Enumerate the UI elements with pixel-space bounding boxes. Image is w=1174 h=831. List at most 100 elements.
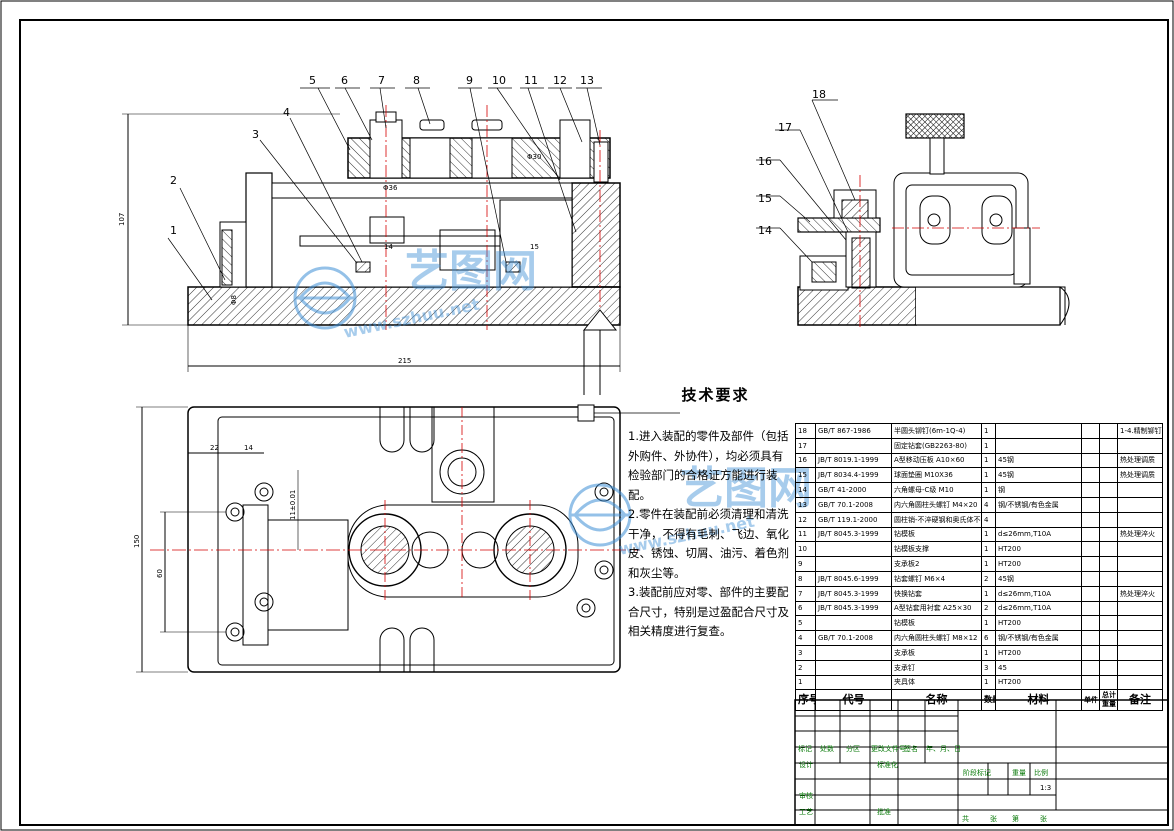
bom-cell-t [1099, 630, 1118, 646]
bom-cell-t [1099, 600, 1118, 617]
tech-item-1: 1.进入装配的零件及部件（包括外购件、外协件），均必须具有检验部门的合格证方能进… [628, 429, 789, 502]
bom-header-no: 序号 [795, 689, 816, 712]
bom-cell-no: 13 [795, 496, 816, 513]
balloon-12: 12 [553, 74, 567, 87]
balloon-18: 18 [812, 88, 826, 101]
bom-cell-name: A型移动压板 A10×60 [891, 452, 982, 469]
bom-header-total: 总计重量 [1099, 689, 1118, 712]
bom-cell-name: 钻套螺钉 M6×4 [891, 570, 982, 587]
bom-cell-note [1117, 482, 1163, 498]
bom-cell-t [1099, 423, 1118, 439]
bom-cell-qty: 4 [981, 496, 996, 513]
bom-cell-mat: 45钢 [995, 570, 1082, 587]
bom-cell-note [1117, 541, 1163, 558]
bom-cell-name: 内六角圆柱头螺钉 M4×20 [891, 496, 982, 513]
tech-item-2: 2.零件在装配前必须清理和清洗干净，不得有毛刺、飞边、氧化皮、锈蚀、切屑、油污、… [628, 507, 789, 580]
tb-count: 处数 [820, 745, 834, 753]
balloon-4: 4 [283, 106, 290, 119]
tb-scale: 1:3 [1040, 784, 1052, 792]
bom-cell-note [1117, 659, 1163, 676]
tb-scale-label: 比例 [1034, 769, 1048, 777]
bom-cell-t [1099, 585, 1118, 602]
bom-cell-code: JB/T 8045.3-1999 [815, 600, 892, 617]
title-block-frame [794, 699, 1169, 826]
bom-cell-code [815, 644, 892, 661]
bom-cell-note [1117, 496, 1163, 513]
bom-cell-u [1081, 467, 1100, 484]
bom-header-note: 备注 [1117, 689, 1163, 712]
bom-cell-no: 5 [795, 615, 816, 632]
dim-plan-depth: 150 [133, 535, 141, 548]
bom-cell-u [1081, 556, 1100, 572]
bom-cell-u [1081, 600, 1100, 617]
bom-cell-qty: 1 [981, 541, 996, 558]
dim-plan-14: 14 [244, 444, 253, 452]
bom-cell-mat: 45钢 [995, 452, 1082, 469]
bom-cell-note: 1-4.精制铆钉 [1117, 423, 1163, 439]
bom-cell-t [1099, 452, 1118, 469]
bom-cell-t [1099, 437, 1118, 454]
bom-cell-t [1099, 570, 1118, 587]
dim-plan-tol: 11±0.01 [289, 490, 297, 520]
bom-cell-name: 内六角圆柱头螺钉 M8×12 [891, 630, 982, 646]
bom-cell-name: 半圆头铆钉(6m-1Q-4) [891, 423, 982, 439]
bom-cell-no: 4 [795, 630, 816, 646]
bom-cell-t [1099, 644, 1118, 661]
bom-cell-no: 18 [795, 423, 816, 439]
bom-cell-note: 热处理淬火 [1117, 526, 1163, 543]
tb-zone: 分区 [846, 745, 860, 753]
bom-cell-mat: d≤26mm,T10A [995, 600, 1082, 617]
bom-cell-note [1117, 674, 1163, 691]
bom-cell-no: 14 [795, 482, 816, 498]
bom-cell-mat [995, 511, 1082, 528]
bom-cell-mat: HT200 [995, 674, 1082, 691]
bom-cell-name: 圆柱销-不淬硬钢和奥氏体不锈钢 A3×20 [891, 511, 982, 528]
tb-sheets: 共 [962, 815, 969, 823]
bom-cell-u [1081, 630, 1100, 646]
bom-cell-t [1099, 467, 1118, 484]
bom-cell-code [815, 615, 892, 632]
bom-cell-code [815, 674, 892, 691]
bom-cell-name: 六角螺母-C级 M10 [891, 482, 982, 498]
bom-cell-code: JB/T 8019.1-1999 [815, 452, 892, 469]
dim-plan-22: 22 [210, 444, 219, 452]
bom-cell-qty: 1 [981, 423, 996, 439]
bom-cell-no: 11 [795, 526, 816, 543]
bom-header-mat: 材料 [995, 689, 1082, 712]
tb-design: 设计 [799, 761, 813, 769]
bom-cell-t [1099, 659, 1118, 676]
bom-cell-name: 快换钻套 [891, 585, 982, 602]
bom-cell-u [1081, 423, 1100, 439]
tb-page: 第 [1012, 815, 1019, 823]
bom-cell-note [1117, 600, 1163, 617]
bom-cell-no: 1 [795, 674, 816, 691]
tb-sheet-word: 张 [990, 815, 997, 823]
side-view [756, 99, 1070, 330]
bom-cell-no: 3 [795, 644, 816, 661]
balloon-1: 1 [170, 224, 177, 237]
balloon-3: 3 [252, 128, 259, 141]
bom-cell-u [1081, 615, 1100, 632]
tb-weight: 重量 [1012, 769, 1026, 777]
bom-cell-u [1081, 541, 1100, 558]
bom-cell-no: 17 [795, 437, 816, 454]
tb-change-doc: 更改文件号 [871, 745, 906, 753]
bom-cell-qty: 1 [981, 437, 996, 454]
bom-cell-u [1081, 585, 1100, 602]
bom-cell-note [1117, 615, 1163, 632]
bom-cell-mat: d≤26mm,T10A [995, 585, 1082, 602]
bom-cell-t [1099, 541, 1118, 558]
bom-cell-code: JB/T 8045.3-1999 [815, 526, 892, 543]
